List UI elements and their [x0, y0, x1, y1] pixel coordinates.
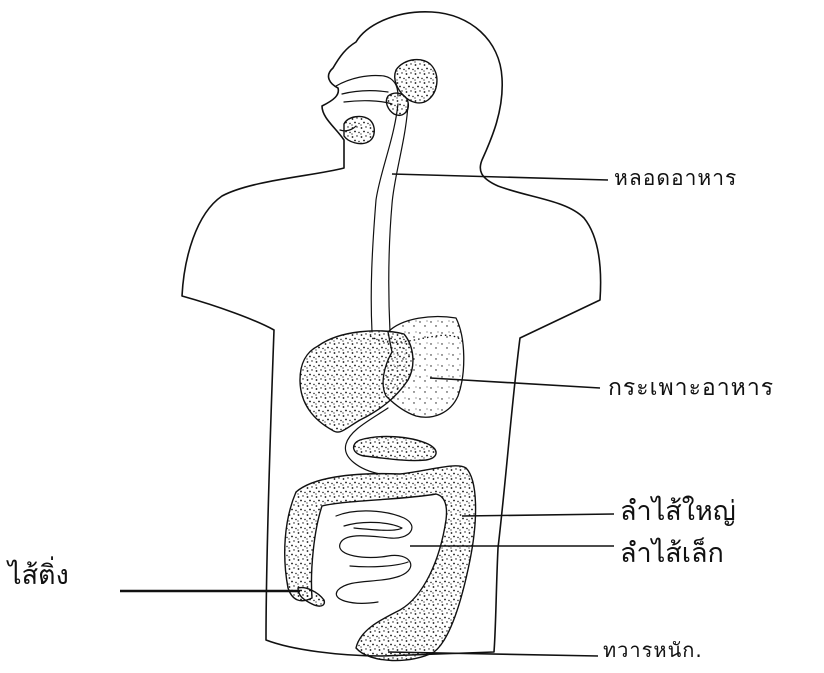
- label-esophagus: หลอดอาหาร: [614, 168, 737, 189]
- label-stomach: กระเพาะอาหาร: [608, 377, 774, 400]
- appendix: [298, 588, 324, 606]
- label-large-intestine: ลำไส้ใหญ่: [620, 498, 736, 525]
- head-internals: [336, 60, 437, 144]
- esophagus-leader: [392, 174, 608, 180]
- large-intestine: [285, 466, 476, 661]
- label-small-intestine: ลำไส้เล็ก: [620, 540, 724, 567]
- esophagus: [371, 104, 408, 332]
- label-appendix: ไส้ติ่ง: [8, 562, 69, 589]
- small-intestine: [336, 511, 412, 603]
- large-intestine-leader: [462, 514, 614, 516]
- label-anus: ทวารหนัก.: [603, 640, 703, 660]
